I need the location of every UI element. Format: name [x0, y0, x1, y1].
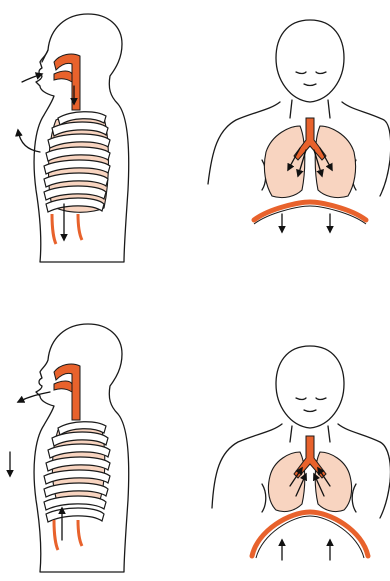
front-right-lung — [315, 126, 355, 198]
front-head — [276, 20, 344, 102]
front-diaphragm-2 — [252, 512, 368, 556]
exhalation-front-view — [212, 346, 390, 560]
inhalation-side-view — [18, 14, 129, 262]
exhalation-side-view — [10, 324, 129, 572]
front-right-lung-2 — [315, 452, 351, 512]
front-left-lung — [264, 126, 304, 198]
front-left-lung-2 — [268, 452, 304, 512]
front-head-2 — [276, 346, 344, 428]
front-diaphragm — [254, 202, 366, 220]
inhalation-front-view — [208, 20, 390, 232]
